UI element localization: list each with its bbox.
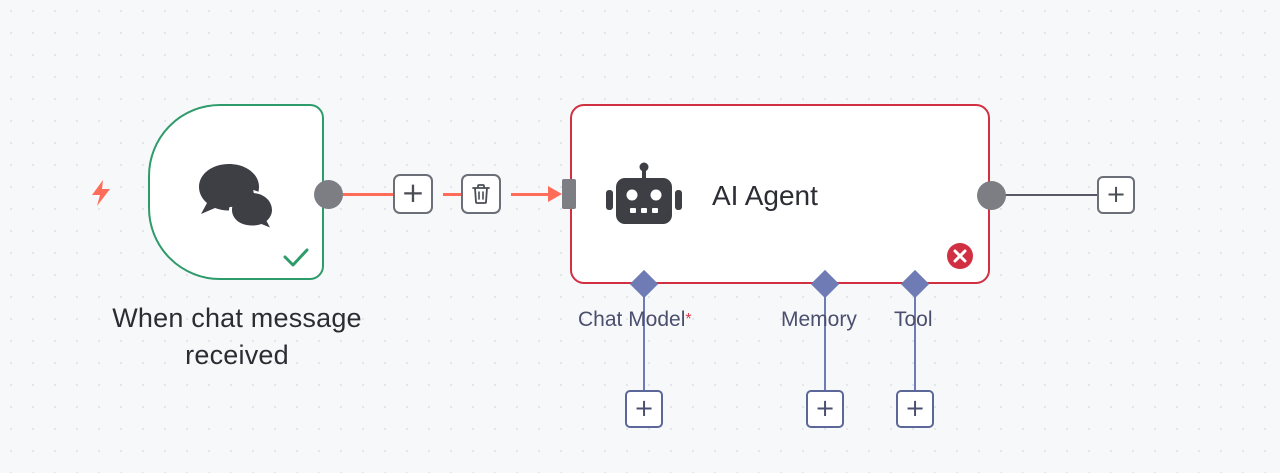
robot-icon [606,162,682,224]
add-memory-button[interactable]: + [806,390,844,428]
trigger-node-label: When chat message received [112,303,362,370]
plus-icon: + [904,393,926,422]
agent-input-handle[interactable] [562,179,576,209]
trash-icon [472,184,490,204]
plus-icon: + [1105,179,1127,208]
chat-model-connector-line [643,292,645,390]
add-node-between-button[interactable]: + [393,174,433,214]
agent-node-title: AI Agent [712,180,818,211]
error-icon [947,243,973,269]
plus-icon: + [401,175,425,209]
memory-connector-line [824,292,826,390]
connection-line-segment [443,193,461,196]
tool-label: Tool [894,308,933,331]
chat-trigger-node[interactable] [148,104,324,280]
lightning-bolt-icon [92,180,110,206]
add-tool-button[interactable]: + [896,390,934,428]
delete-connection-button[interactable] [461,174,501,214]
agent-output-handle[interactable] [977,181,1006,210]
chat-model-label-text: Chat Model [578,308,686,331]
trigger-output-handle[interactable] [314,180,343,209]
output-connection-line [1000,194,1098,196]
connection-line-segment [335,193,393,196]
connection-arrow-head [548,186,562,202]
check-icon [283,248,309,267]
add-output-node-button[interactable]: + [1097,176,1135,214]
chat-model-label: Chat Model* [578,307,692,333]
plus-icon: + [633,393,655,422]
chat-bubbles-icon [199,164,274,229]
add-chat-model-button[interactable]: + [625,390,663,428]
memory-label: Memory [781,308,857,331]
tool-connector-line [914,292,916,390]
plus-icon: + [814,393,836,422]
required-indicator: * [685,311,692,328]
connection-line-segment [511,193,557,196]
